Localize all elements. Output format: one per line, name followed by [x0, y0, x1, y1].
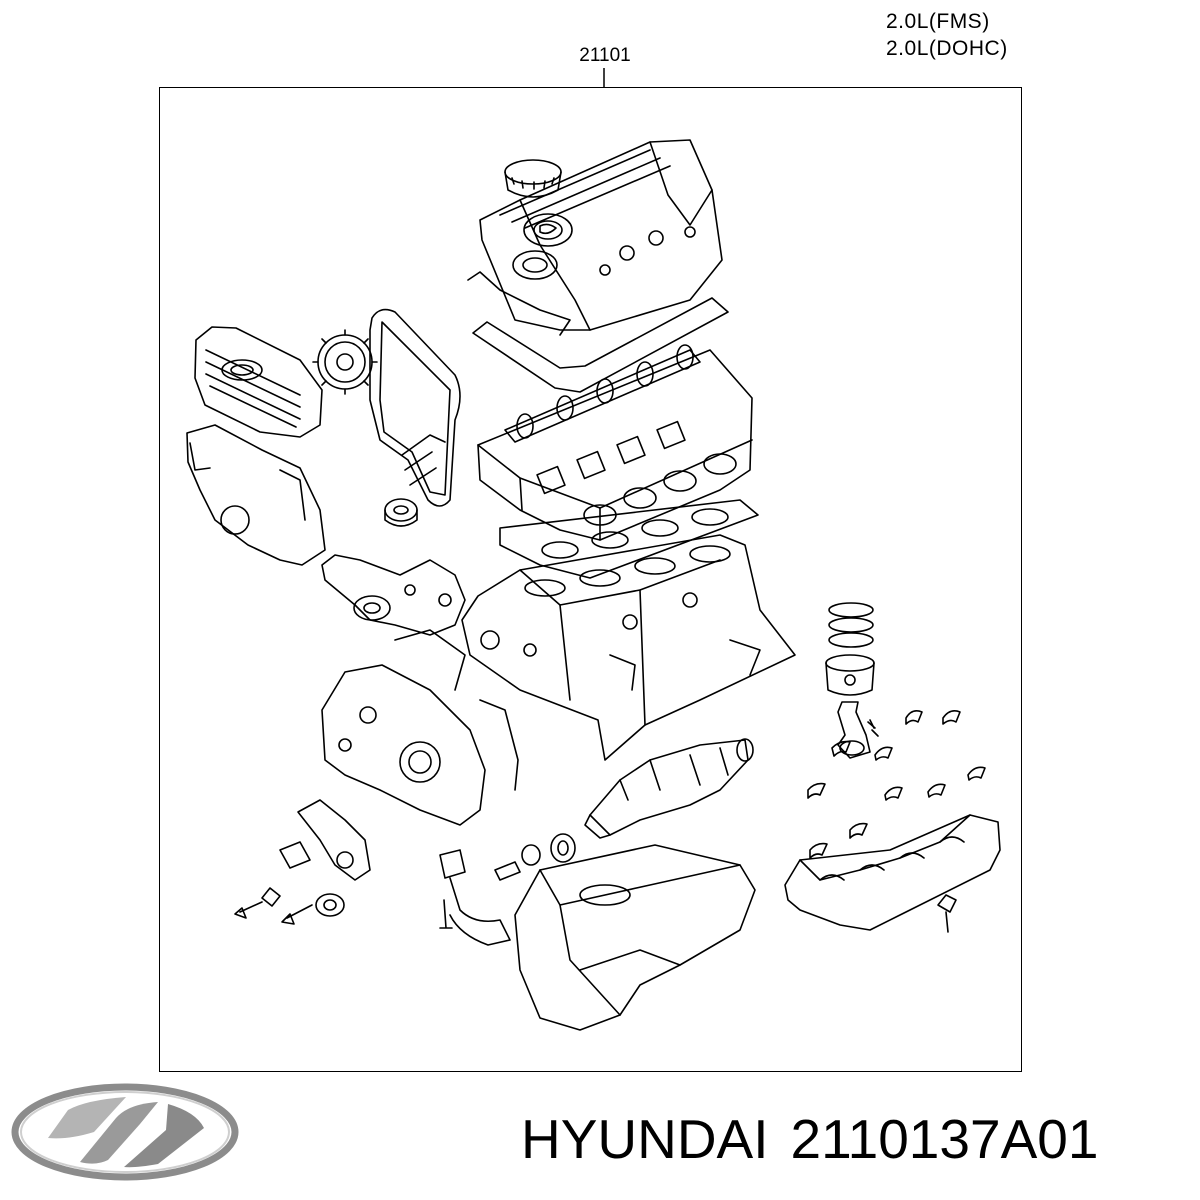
head-cover-gasket: [472, 297, 729, 393]
crankshaft-gear: [494, 833, 576, 881]
timing-belt: [369, 308, 461, 507]
cylinder-head-cover: [467, 139, 723, 336]
hyundai-logo-icon: [11, 1083, 239, 1181]
piston: [825, 654, 875, 696]
piston-rings: [828, 602, 874, 648]
assembly-callout-number: 21101: [579, 45, 631, 66]
diagram-frame: [159, 87, 1022, 1072]
connecting-rod: [837, 701, 879, 759]
oil-pan: [514, 844, 756, 1031]
brand-name: HYUNDAI: [521, 1108, 769, 1170]
engine-spec-fms: 2.0L(FMS): [886, 10, 990, 33]
engine-spec-dohc: 2.0L(DOHC): [886, 37, 1008, 60]
cylinder-block: [461, 534, 796, 761]
camshaft-sprocket: [312, 329, 378, 395]
water-pump: [321, 554, 466, 636]
belt-tensioner: [279, 799, 371, 917]
timing-belt-cover: [194, 326, 323, 438]
main-bearing-cap-frame: [784, 814, 1001, 931]
oil-pump: [321, 629, 519, 826]
timing-cover-lower: [186, 424, 326, 566]
cylinder-head: [477, 349, 753, 541]
main-bearings: [807, 710, 986, 859]
part-number: 2110137A01: [790, 1108, 1099, 1170]
oil-strainer: [439, 849, 511, 946]
brand-part-caption: HYUNDAI 2110137A01: [521, 1107, 1098, 1171]
crankshaft: [584, 738, 754, 839]
engine-exploded-diagram: [186, 139, 1001, 1031]
bolts: [234, 719, 957, 933]
crankshaft-sprocket: [384, 498, 418, 527]
cylinder-head-gasket: [499, 499, 759, 579]
